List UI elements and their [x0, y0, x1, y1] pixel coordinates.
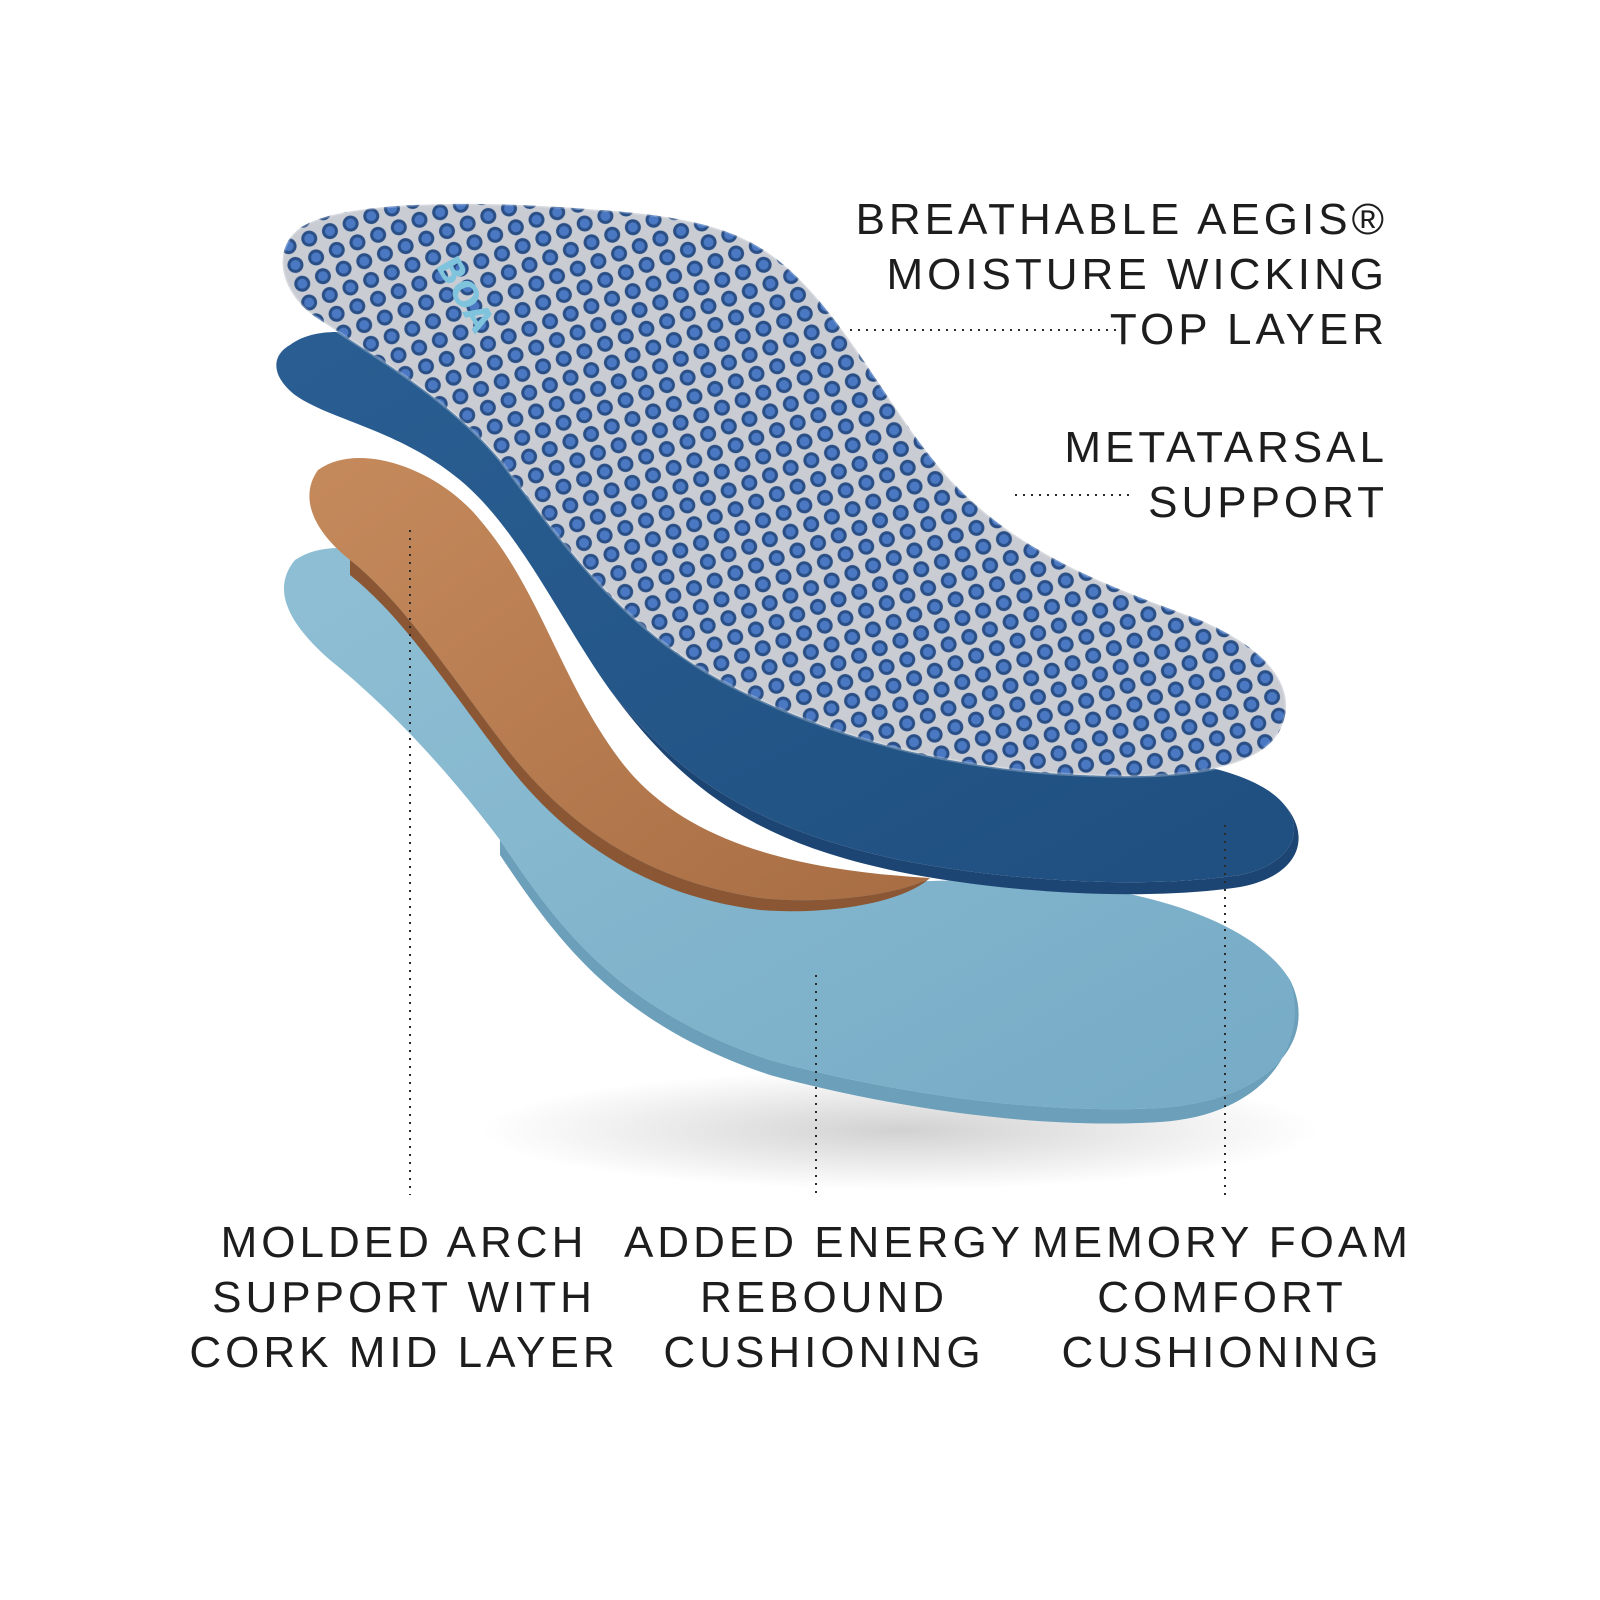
- callout-line: ADDED ENERGY: [623, 1218, 1025, 1267]
- callout-energy: ADDED ENERGY REBOUND CUSHIONING: [624, 1215, 1024, 1380]
- callout-memory: MEMORY FOAM COMFORT CUSHIONING: [1032, 1215, 1412, 1380]
- callout-line: MOLDED ARCH: [220, 1218, 588, 1267]
- callout-line: CUSHIONING: [663, 1328, 985, 1377]
- foam-layer: [283, 548, 1299, 1110]
- callout-line: REBOUND: [699, 1273, 949, 1322]
- callout-line: CUSHIONING: [1061, 1328, 1383, 1377]
- callout-line: MOISTURE WICKING: [886, 250, 1388, 299]
- callout-metatarsal: METATARSAL SUPPORT: [1064, 420, 1388, 530]
- callout-line: SUPPORT WITH: [212, 1273, 596, 1322]
- callout-line: BREATHABLE AEGIS®: [855, 195, 1388, 244]
- callout-top-layer: BREATHABLE AEGIS® MOISTURE WICKING TOP L…: [856, 192, 1388, 357]
- cork-layer: [309, 458, 930, 901]
- top-mesh-layer: [282, 203, 1287, 777]
- callout-line: MEMORY FOAM: [1032, 1218, 1412, 1267]
- callout-arch: MOLDED ARCH SUPPORT WITH CORK MID LAYER: [189, 1215, 618, 1380]
- callout-line: CORK MID LAYER: [189, 1328, 619, 1377]
- leader-lines: [409, 329, 1226, 1195]
- callout-line: METATARSAL: [1064, 423, 1388, 472]
- callout-line: COMFORT: [1097, 1273, 1347, 1322]
- callout-line: SUPPORT: [1148, 478, 1388, 527]
- callout-line: TOP LAYER: [1109, 305, 1388, 354]
